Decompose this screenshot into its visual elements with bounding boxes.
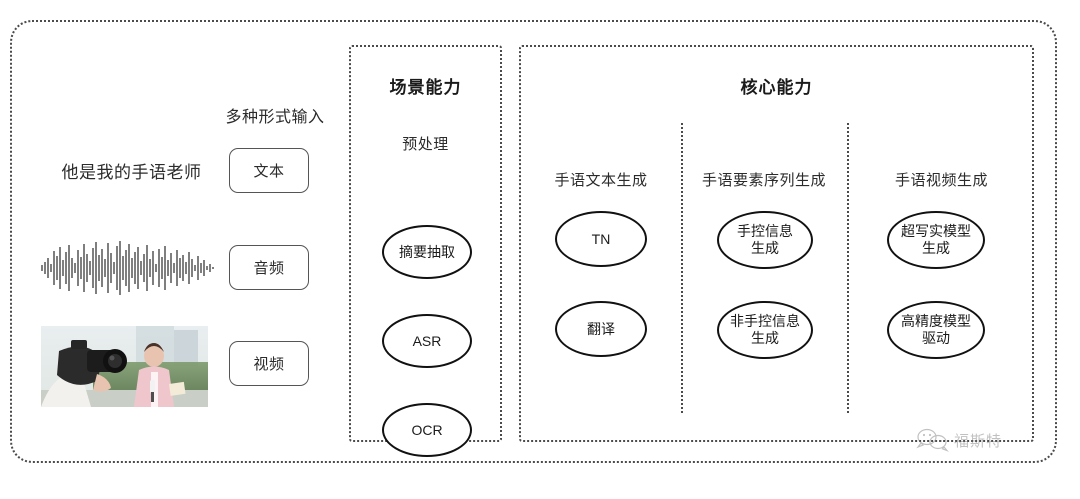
scene-panel-title: 场景能力 [389,78,462,97]
core-node-label: 翻译 [587,320,615,337]
core-node[interactable]: TN [555,211,647,267]
core-node-label: TN [591,230,611,247]
core-node-label-2: 生成 [751,330,779,346]
video-thumbnail-icon [41,326,208,407]
waveform-icon [41,241,214,295]
core-column-header: 手语文本生成 [554,172,648,189]
column-divider [681,123,683,413]
column-divider [847,123,849,413]
scene-node[interactable]: 摘要抽取 [382,225,472,279]
core-node-label: 超写实模型 [901,223,971,240]
scene-node[interactable]: OCR [382,403,472,457]
core-node-label-2: 生成 [751,240,779,256]
watermark: 福斯特 [916,427,1002,453]
scene-node-label: 摘要抽取 [399,243,455,260]
core-capability-panel: 核心能力 手语文本生成 TN 翻译 手语要素序列生成 手控信息 生成 非手控信息… [519,45,1034,442]
input-sample-text: 他是我的手语老师 [61,163,202,182]
core-node-label-2: 生成 [922,240,950,256]
scene-node-label: OCR [411,421,443,438]
core-node-label: 手控信息 [737,223,793,240]
input-modality-label: 文本 [253,163,285,180]
core-node-label: 高精度模型 [901,313,971,330]
input-section-heading: 多种形式输入 [225,109,325,126]
input-modality-label: 视频 [253,356,285,373]
core-panel-title: 核心能力 [740,78,813,97]
core-node[interactable]: 超写实模型 生成 [887,211,985,269]
core-node-label-2: 驱动 [922,330,950,346]
core-node-label: 非手控信息 [730,313,800,330]
scene-capability-panel: 场景能力 预处理 摘要抽取 ASR OCR [349,45,502,457]
core-node[interactable]: 非手控信息 生成 [717,301,813,359]
input-modality-text-button[interactable]: 文本 [229,148,309,193]
core-node[interactable]: 高精度模型 驱动 [887,301,985,359]
core-node[interactable]: 翻译 [555,301,647,357]
scene-node[interactable]: ASR [382,314,472,368]
core-node[interactable]: 手控信息 生成 [717,211,813,269]
wechat-icon [916,428,949,452]
core-column-header: 手语要素序列生成 [701,172,826,189]
core-column-header: 手语视频生成 [894,172,988,189]
scene-node-label: ASR [412,332,442,349]
scene-group-label: 预处理 [402,136,449,153]
input-modality-audio-button[interactable]: 音频 [229,245,309,290]
outer-frame [10,20,1057,463]
input-modality-video-button[interactable]: 视频 [229,341,309,386]
watermark-text: 福斯特 [954,432,1003,450]
input-modality-label: 音频 [253,260,285,277]
